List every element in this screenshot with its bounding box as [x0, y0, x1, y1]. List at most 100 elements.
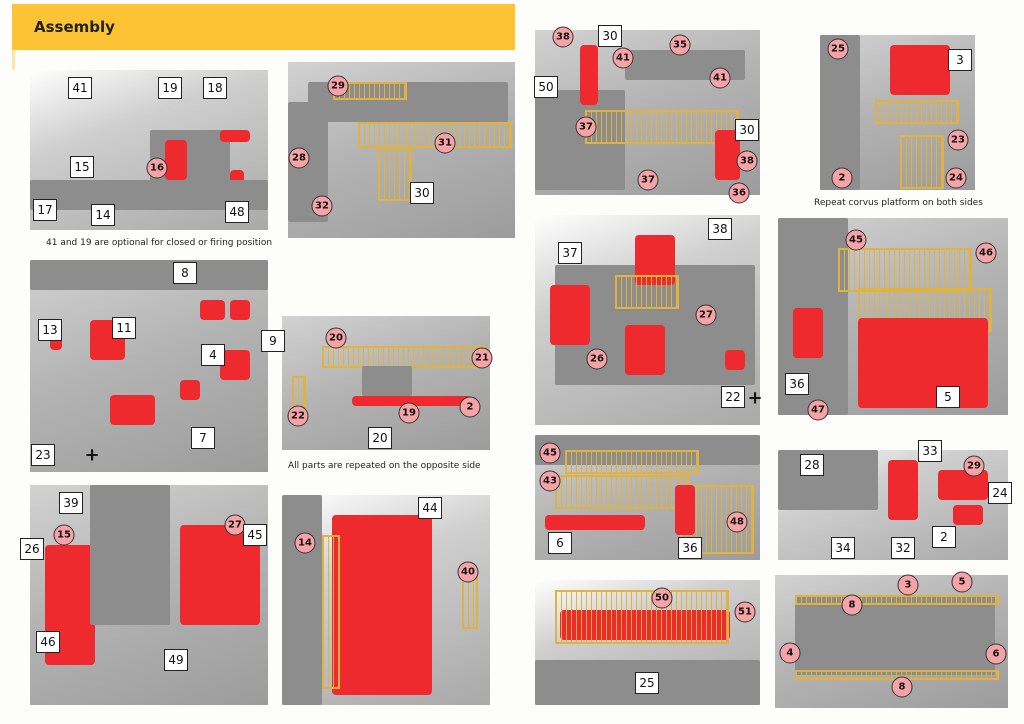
- photo-etch-number-circle: 28: [288, 147, 310, 169]
- plus-sign: +: [747, 387, 763, 409]
- part-number-box: 30: [410, 182, 434, 204]
- photo-etch-railing: [585, 110, 739, 144]
- photo-etch-railing: [615, 275, 679, 309]
- photo-etch-railing: [322, 535, 340, 689]
- photo-etch-number-circle: 48: [726, 511, 748, 533]
- part-number-box: 25: [635, 672, 659, 694]
- section-header: Assembly: [12, 4, 515, 50]
- red-part: [953, 505, 983, 525]
- red-part: [725, 350, 745, 370]
- part-number-box: 24: [988, 482, 1012, 504]
- photo-etch-number-circle: 24: [945, 167, 967, 189]
- assembly-illustration-r4: [778, 218, 1008, 415]
- photo-etch-number-circle: 26: [586, 348, 608, 370]
- part-number-box: 23: [31, 444, 55, 466]
- part-number-box: 39: [59, 492, 83, 514]
- part-number-box: 49: [164, 649, 188, 671]
- photo-etch-number-circle: 19: [398, 402, 420, 424]
- caption-corvus-platform: Repeat corvus platform on both sides: [814, 198, 983, 208]
- photo-etch-railing: [565, 450, 699, 474]
- part-number-box: 11: [112, 317, 136, 339]
- assembly-illustration-p3: [30, 260, 268, 472]
- photo-etch-number-circle: 2: [831, 167, 853, 189]
- photo-etch-number-circle: 31: [434, 132, 456, 154]
- part-number-box: 46: [36, 631, 60, 653]
- part-number-box: 33: [918, 440, 942, 462]
- red-part: [550, 285, 590, 345]
- photo-etch-railing: [462, 575, 478, 629]
- photo-etch-number-circle: 23: [947, 129, 969, 151]
- header-edge: [12, 50, 15, 70]
- part-number-box: 26: [20, 538, 44, 560]
- part-number-box: 5: [936, 386, 960, 408]
- red-part: [545, 515, 645, 530]
- part-number-box: 36: [785, 373, 809, 395]
- red-part: [938, 470, 988, 500]
- part-number-box: 50: [534, 76, 558, 98]
- photo-etch-number-circle: 6: [985, 643, 1007, 665]
- hull-detail: [820, 35, 860, 190]
- photo-etch-number-circle: 5: [951, 571, 973, 593]
- red-part: [675, 485, 695, 535]
- photo-etch-number-circle: 20: [325, 327, 347, 349]
- part-number-box: 22: [721, 386, 745, 408]
- photo-etch-number-circle: 37: [575, 116, 597, 138]
- part-number-box: 44: [418, 497, 442, 519]
- photo-etch-number-circle: 15: [53, 524, 75, 546]
- assembly-illustration-r1: [535, 30, 760, 195]
- hull-detail: [778, 450, 878, 510]
- part-number-box: 28: [800, 454, 824, 476]
- red-part: [890, 45, 950, 95]
- part-number-box: 15: [70, 156, 94, 178]
- photo-etch-number-circle: 36: [728, 182, 750, 204]
- photo-etch-number-circle: 8: [891, 676, 913, 698]
- photo-etch-railing: [322, 346, 486, 368]
- photo-etch-number-circle: 3: [897, 574, 919, 596]
- caption-optional-parts: 41 and 19 are optional for closed or fir…: [46, 238, 273, 248]
- part-number-box: 41: [68, 77, 92, 99]
- hull-detail: [30, 260, 268, 290]
- part-number-box: 32: [891, 537, 915, 559]
- part-number-box: 2: [932, 526, 956, 548]
- part-number-box: 9: [261, 330, 285, 352]
- photo-etch-number-circle: 14: [294, 532, 316, 554]
- photo-etch-number-circle: 22: [287, 405, 309, 427]
- part-number-box: 14: [91, 204, 115, 226]
- part-number-box: 7: [191, 427, 215, 449]
- part-number-box: 20: [368, 427, 392, 449]
- part-number-box: 30: [598, 25, 622, 47]
- red-part: [332, 515, 432, 695]
- photo-etch-railing: [555, 590, 729, 644]
- photo-etch-railing: [900, 135, 944, 189]
- red-part: [110, 395, 155, 425]
- part-number-box: 13: [38, 319, 62, 341]
- red-part: [180, 380, 200, 400]
- red-part: [352, 396, 472, 406]
- hull-detail: [362, 366, 412, 396]
- photo-etch-number-circle: 45: [539, 442, 561, 464]
- part-number-box: 6: [548, 532, 572, 554]
- part-number-box: 38: [708, 218, 732, 240]
- photo-etch-number-circle: 35: [669, 34, 691, 56]
- photo-etch-railing: [838, 248, 972, 292]
- assembly-illustration-p4: [282, 316, 490, 450]
- photo-etch-number-circle: 41: [709, 67, 731, 89]
- red-part: [220, 350, 250, 380]
- hull-detail: [895, 605, 935, 645]
- photo-etch-railing: [555, 475, 689, 509]
- assembly-illustration-r7: [535, 580, 760, 705]
- photo-etch-railing: [795, 595, 999, 605]
- part-number-box: 36: [678, 537, 702, 559]
- photo-etch-number-circle: 4: [779, 642, 801, 664]
- photo-etch-number-circle: 32: [311, 195, 333, 217]
- assembly-illustration-r5: [535, 435, 760, 560]
- photo-etch-number-circle: 8: [841, 594, 863, 616]
- photo-etch-number-circle: 37: [637, 169, 659, 191]
- part-number-box: 18: [203, 77, 227, 99]
- part-number-box: 19: [158, 77, 182, 99]
- red-part: [793, 308, 823, 358]
- photo-etch-number-circle: 2: [459, 396, 481, 418]
- red-part: [230, 300, 250, 320]
- photo-etch-number-circle: 16: [146, 157, 168, 179]
- part-number-box: 45: [243, 524, 267, 546]
